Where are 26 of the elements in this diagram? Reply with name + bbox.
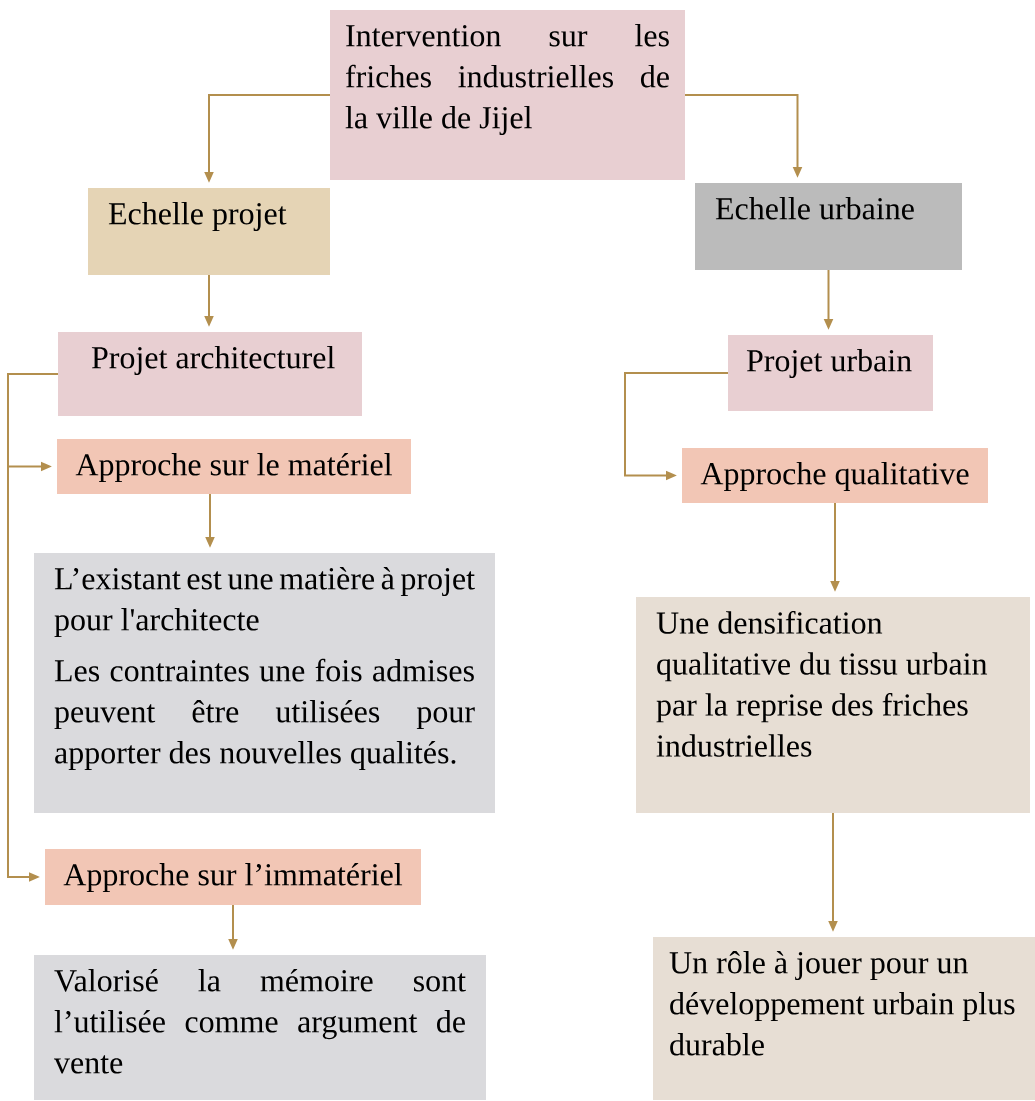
- text-box: [330, 10, 685, 180]
- text-box: [45, 849, 421, 905]
- node-text: L’existant est une matière à projet pour l'architecte: [54, 567, 475, 638]
- text-box: [682, 448, 988, 503]
- node-text: Les contraintes une fois admises peuvent être utilisées pour apporter des nouvelles qualités.: [54, 658, 475, 771]
- node-text: Intervention sur les friches industrielles de la ville de Jijel: [345, 24, 669, 135]
- node-text: Approche sur l’immatériel: [63, 863, 403, 893]
- node-text: Un rôle à jouer pour un développement urbain plus durable: [669, 951, 1015, 1056]
- text-box: [57, 439, 411, 494]
- text-box: [58, 332, 362, 416]
- node-text: Approche sur le matériel: [75, 453, 392, 483]
- node-text: Projet urbain: [746, 349, 912, 378]
- node-text: Echelle projet: [108, 202, 287, 231]
- text-box: [653, 937, 1035, 1100]
- node-text: Echelle urbaine: [715, 197, 914, 220]
- text-box: [88, 188, 330, 275]
- text-box: [34, 955, 486, 1100]
- text-box: [636, 597, 1030, 813]
- node-text: Une densification qualitative du tissu urbain par la reprise des friches industrielles: [656, 611, 988, 757]
- arrow: [7, 373, 59, 882]
- text-box: [695, 183, 962, 270]
- text-box: [34, 553, 495, 813]
- node-text: Approche qualitative: [700, 462, 969, 491]
- text-box: [728, 335, 933, 411]
- node-text: Projet architecturel: [91, 346, 335, 375]
- node-text: Valorisé la mémoire sont l’utilisée comme argument de vente: [54, 969, 466, 1074]
